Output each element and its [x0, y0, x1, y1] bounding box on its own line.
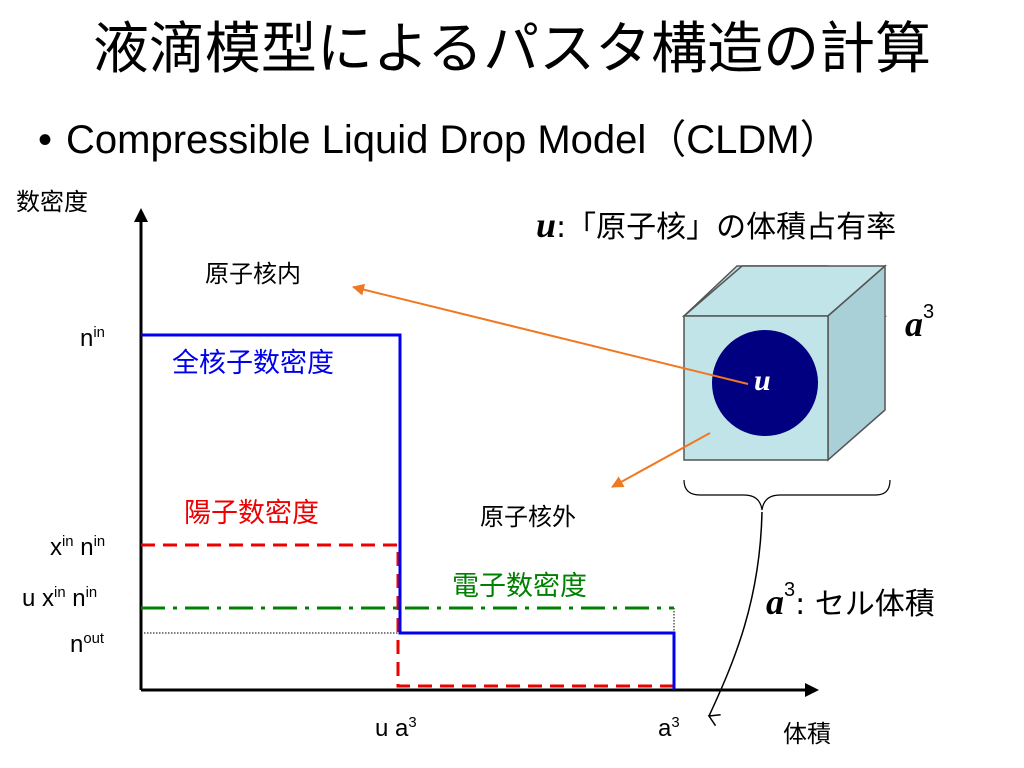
x-axis-label: 体積 — [783, 720, 831, 748]
bullet-item: • Compressible Liquid Drop Model（CLDM） — [38, 112, 840, 168]
nucleus-sphere — [712, 330, 818, 436]
slide-title: 液滴模型によるパスタ構造の計算 — [92, 17, 932, 82]
electron-density-label: 電子数密度 — [452, 571, 587, 602]
total-density-line — [141, 333, 676, 690]
cell-brace — [683, 479, 891, 511]
y-tick-x-in-n-in: xin nin — [50, 533, 106, 561]
cube-a3-label: a3 — [905, 301, 935, 344]
outside-nucleus-label: 原子核外 — [480, 503, 576, 531]
brace-to-a3-arrow — [707, 511, 763, 727]
x-tick-u-a3: u a3 — [375, 714, 417, 742]
proton-density-label: 陽子数密度 — [184, 498, 319, 529]
u-definition: u:「原子核」の体積占有率 — [536, 205, 897, 245]
y-tick-n-out: nout — [70, 630, 105, 658]
y-tick-u-x-in-n-in: u xin nin — [22, 584, 98, 612]
arrow-to-inside-label — [352, 283, 749, 385]
arrow-to-outside-label — [611, 432, 711, 488]
y-tick-n-in: nin — [80, 324, 105, 352]
cell-volume-label: a3: セル体積 — [766, 579, 935, 622]
total-density-label: 全核子数密度 — [172, 348, 334, 379]
inside-nucleus-label: 原子核内 — [205, 260, 301, 288]
bullet-text: Compressible Liquid Drop Model（CLDM） — [66, 118, 840, 162]
y-axis-label: 数密度 — [16, 188, 88, 216]
x-tick-a3: a3 — [658, 714, 680, 742]
bullet-dot: • — [38, 118, 53, 162]
sphere-u-label: u — [754, 364, 771, 397]
proton-density-line — [141, 543, 674, 688]
